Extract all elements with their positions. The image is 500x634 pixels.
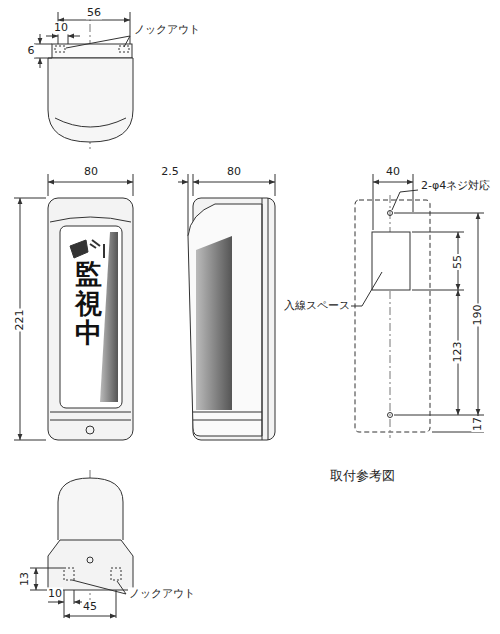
- dimension: 6: [27, 44, 36, 57]
- dimension: 2.5: [160, 165, 180, 178]
- dimension: 55: [451, 254, 464, 270]
- note: 2-φ4ネジ対応: [420, 179, 491, 192]
- dimension: 10: [53, 21, 69, 34]
- dimension: 80: [83, 165, 99, 178]
- sign-text: 監視中: [74, 259, 103, 348]
- dimension: 123: [451, 341, 464, 364]
- dimension: 221: [13, 309, 26, 332]
- dimension: 13: [18, 571, 31, 587]
- dimension: 17: [471, 416, 484, 432]
- part-label: 入線スペース: [283, 299, 351, 312]
- part-label: ノックアウト: [128, 587, 196, 600]
- dimension: 45: [82, 600, 98, 613]
- dimension: 190: [471, 304, 484, 327]
- dimension: 40: [385, 165, 401, 178]
- dimension: 56: [86, 6, 102, 19]
- dimension: 80: [226, 165, 242, 178]
- figure-caption: 取付参考図: [329, 468, 396, 484]
- dimension: 10: [47, 587, 63, 600]
- part-label: ノックアウト: [133, 23, 201, 36]
